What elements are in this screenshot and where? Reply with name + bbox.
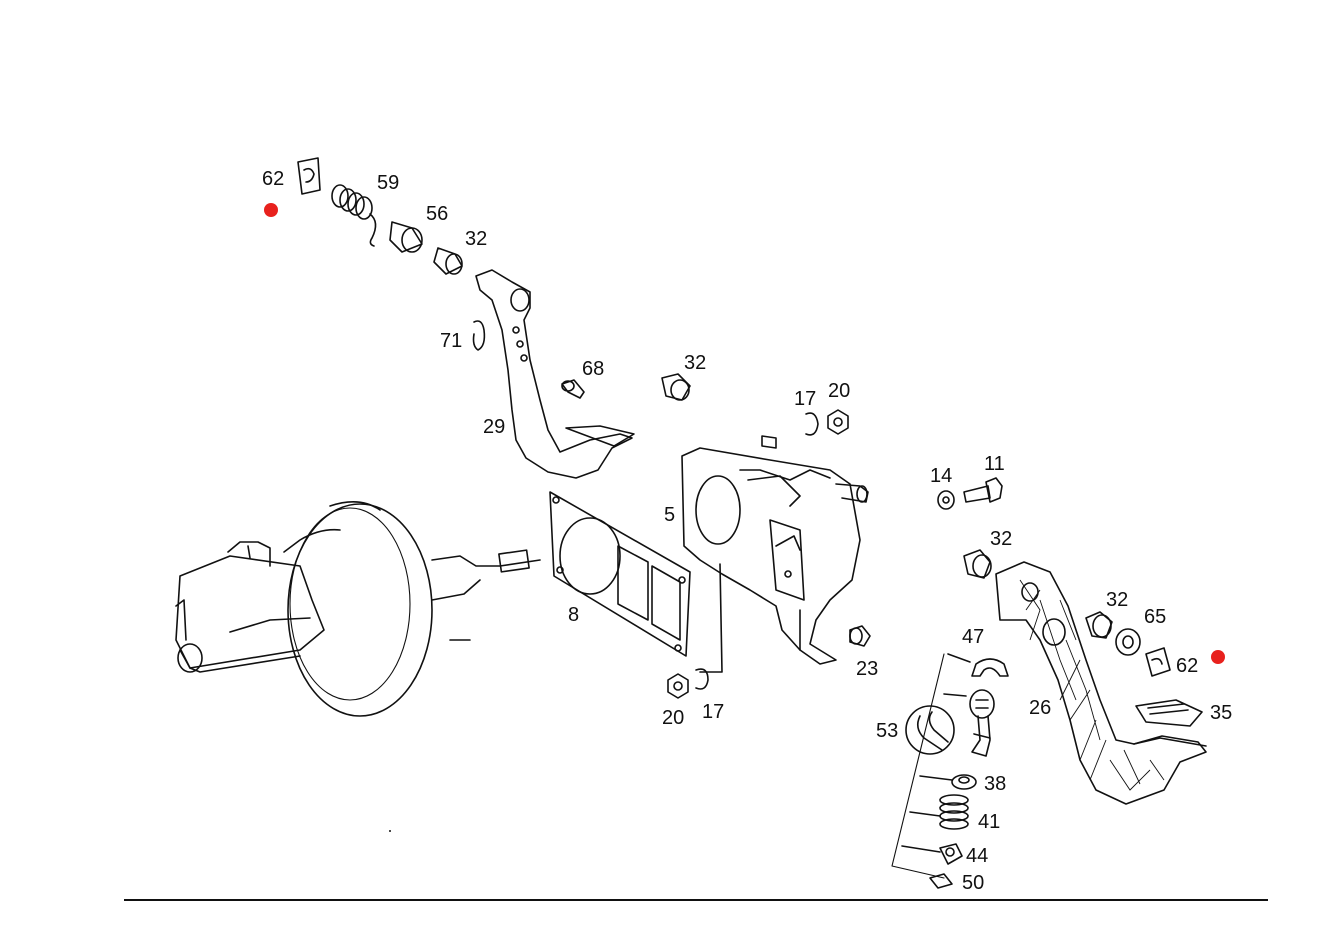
label-71: 71 [440,330,462,352]
spring-part-59 [331,184,377,247]
switch-group-frame [891,653,945,879]
bolt-part-23 [849,625,871,647]
pedal-bracket-part-5 [681,435,869,673]
washer-part-14 [937,490,955,510]
label-32-mid: 32 [684,352,706,374]
bushing-part-56 [389,221,423,253]
washer-part-17-top [805,412,819,436]
label-62-top: 62 [262,168,284,190]
label-50: 50 [962,872,984,894]
label-47: 47 [962,626,984,648]
bolt-part-11 [963,477,1003,503]
label-26: 26 [1029,697,1051,719]
label-65: 65 [1144,606,1166,628]
red-dot-marker-right[interactable] [1211,650,1225,664]
stray-dot [389,830,391,832]
label-38: 38 [984,773,1006,795]
label-44: 44 [966,845,988,867]
label-56: 56 [426,203,448,225]
nut-part-20-top [827,409,849,435]
label-20-bottom: 20 [662,707,684,729]
label-23: 23 [856,658,878,680]
washer-part-65 [1115,628,1141,656]
label-29: 29 [483,416,505,438]
nut-part-20-bottom [667,673,689,699]
label-32-top: 32 [465,228,487,250]
label-20-top: 20 [828,380,850,402]
pedal-pad-part-35 [1135,699,1203,727]
brake-pedal-part-26 [995,561,1207,805]
label-35: 35 [1210,702,1232,724]
stop-light-switch [943,689,995,757]
clip-part-47 [947,653,1009,677]
spring-part-41 [909,794,969,830]
bushing-part-32-top [433,247,463,275]
label-14: 14 [930,465,952,487]
label-68: 68 [582,358,604,380]
pin-part-68 [561,379,585,399]
bushing-part-32-mid [661,373,691,401]
clip-part-71 [472,320,486,351]
clutch-pedal-part-29 [475,269,635,479]
label-32-right: 32 [990,528,1012,550]
washer-part-17-bottom [695,668,709,690]
label-17-bottom: 17 [702,701,724,723]
clip-part-50 [929,873,953,889]
wrench-icon [905,705,955,755]
gasket-part-8 [549,491,691,657]
label-11: 11 [984,453,1005,475]
clip-part-62-top [297,157,321,195]
clip-part-62-right [1145,647,1171,677]
plug-part-44 [901,843,963,865]
nut-part-38 [919,774,977,790]
brake-booster-assembly [175,501,541,717]
label-59: 59 [377,172,399,194]
brake-pedal-hatching [1019,579,1165,791]
label-53: 53 [876,720,898,742]
label-17-top: 17 [794,388,816,410]
label-32-far-right: 32 [1106,589,1128,611]
label-8: 8 [568,604,579,626]
bushing-part-32-far-right [1085,611,1113,639]
red-dot-marker-left[interactable] [264,203,278,217]
label-5: 5 [664,504,675,526]
label-62-right: 62 [1176,655,1198,677]
bushing-part-32-right [963,549,992,579]
label-41: 41 [978,811,1000,833]
